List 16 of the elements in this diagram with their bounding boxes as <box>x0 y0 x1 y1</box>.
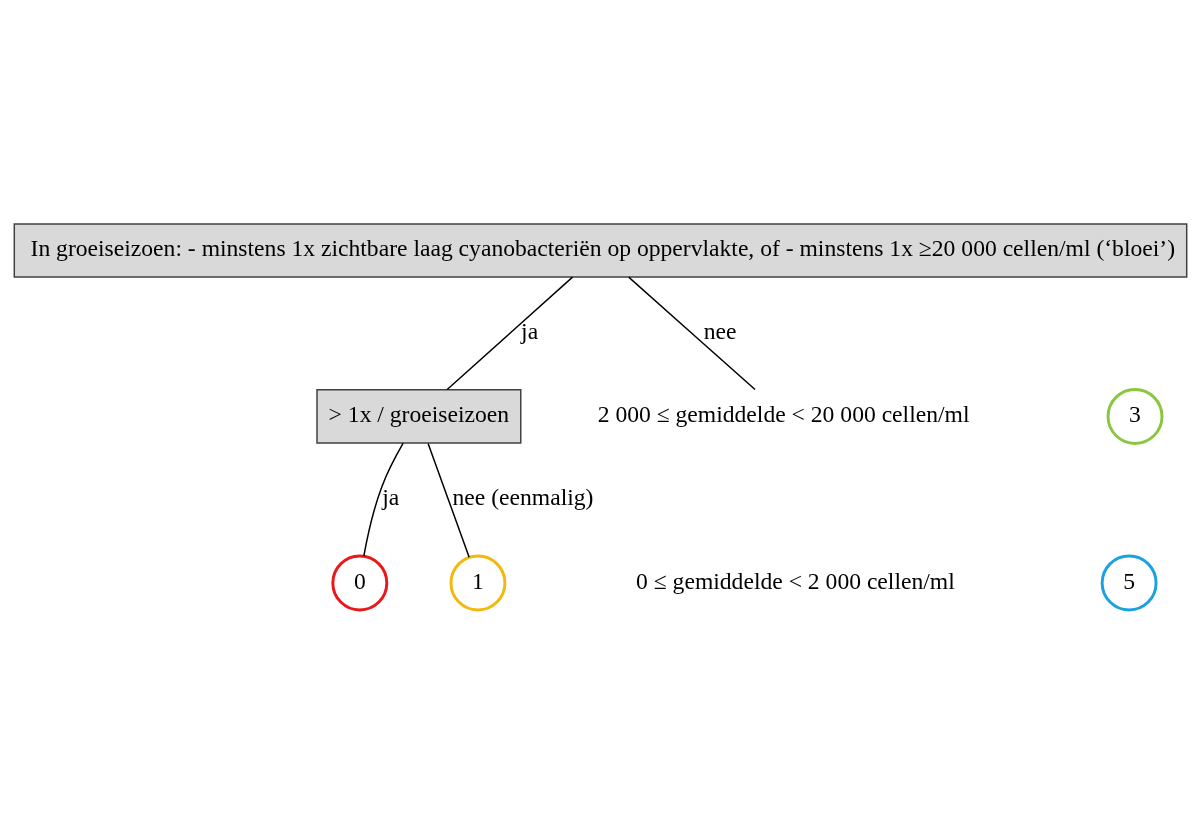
edge-label: ja <box>382 484 400 511</box>
node-box: > 1x / groeiseizoen <box>316 389 522 444</box>
node-circle: 5 <box>1100 554 1158 612</box>
node-text: 0 ≤ gemiddelde < 2 000 cellen/ml <box>636 567 955 594</box>
node-box: In groeiseizoen: - minstens 1x zichtbare laag cyanobacteriën op oppervlakte, of - minstens 1x ≥20 000 cellen/ml (‘bloei’) <box>13 223 1188 278</box>
connector <box>363 442 404 557</box>
node-circle: 0 <box>331 554 389 612</box>
edge-label: ja <box>521 317 539 344</box>
node-text: 2 000 ≤ gemiddelde < 20 000 cellen/ml <box>597 401 970 428</box>
connector <box>446 276 574 391</box>
connector <box>627 276 756 391</box>
connector <box>427 442 470 558</box>
edge-label: nee <box>703 317 737 344</box>
node-circle: 1 <box>449 554 507 612</box>
node-circle: 3 <box>1106 388 1164 445</box>
edge-label: nee (eenmalig) <box>452 484 594 511</box>
